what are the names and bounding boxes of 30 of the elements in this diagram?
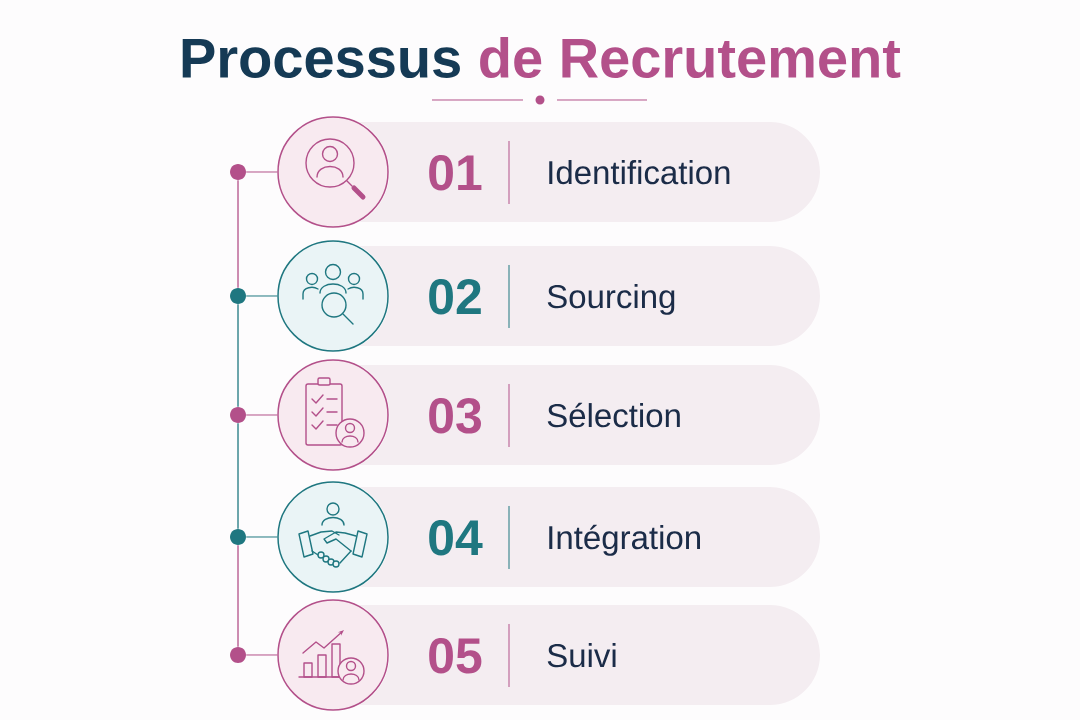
timeline-dot — [230, 529, 246, 545]
timeline-line — [237, 179, 239, 289]
connector-line — [245, 536, 278, 538]
step-label: Intégration — [549, 524, 700, 556]
step-label: Suivi — [547, 643, 616, 668]
timeline-dot — [230, 647, 246, 663]
step-label: Sélection — [547, 402, 680, 428]
timeline-dot — [230, 164, 246, 180]
connector-line — [245, 295, 278, 297]
connector-line — [245, 171, 278, 173]
timeline-line — [237, 422, 239, 530]
connector-line — [245, 654, 278, 656]
step-number: 02 — [429, 279, 481, 315]
timeline-dot — [230, 288, 246, 304]
step-card — [359, 246, 820, 346]
step-number: 04 — [429, 520, 483, 556]
step-card — [359, 605, 820, 705]
step-number: 03 — [429, 398, 481, 434]
step-number: 05 — [429, 638, 482, 674]
step-label: Identification — [549, 160, 730, 185]
timeline-dot — [230, 407, 246, 423]
step-card — [359, 122, 820, 222]
step-card — [359, 487, 820, 587]
step-label: Sourcing — [547, 284, 675, 315]
step-card — [359, 365, 820, 465]
timeline-line — [237, 303, 239, 408]
timeline-line — [237, 544, 239, 648]
step-number: 01 — [429, 155, 482, 191]
connector-line — [245, 414, 278, 416]
title: Processus de Recrutement — [182, 36, 901, 79]
